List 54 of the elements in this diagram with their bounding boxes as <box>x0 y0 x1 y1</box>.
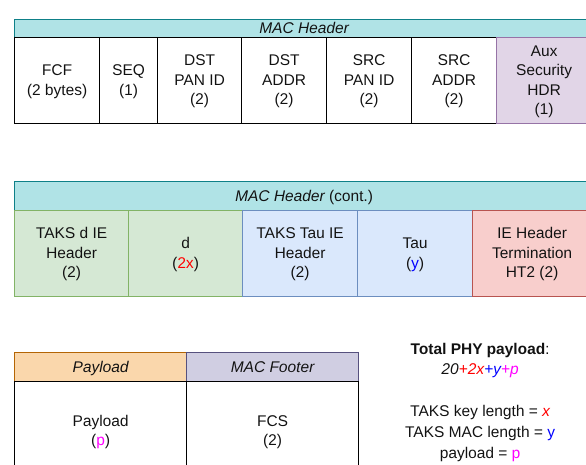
field-size: (2) <box>190 90 209 110</box>
field-cell <box>14 381 187 465</box>
field-size: (2) <box>360 90 378 110</box>
field-label: MAC Header <box>259 19 349 39</box>
field-cell <box>242 210 358 297</box>
field-size: (2) <box>263 431 282 450</box>
field-name: d <box>181 234 190 254</box>
field-name: FCF <box>42 61 72 80</box>
field-name: Aux Security HDR <box>515 42 573 100</box>
field-size: (1) <box>119 80 138 100</box>
header-band <box>14 19 586 38</box>
note-text: payload = p <box>438 445 522 464</box>
field-name: Payload <box>72 412 128 431</box>
field-name: DST ADDR <box>261 51 307 90</box>
field-name: TAKS Tau IE Header <box>255 224 345 264</box>
field-cell <box>357 210 473 297</box>
field-size: (2) <box>290 263 310 283</box>
field-cell <box>14 37 100 124</box>
field-label: IE Header Termination HT2 (2) <box>490 224 574 283</box>
field-cell <box>14 210 129 297</box>
field-name: Tau <box>402 234 428 254</box>
header-band <box>14 181 586 211</box>
field-label: MAC Footer <box>230 358 314 378</box>
field-name: SRC PAN ID <box>342 51 396 90</box>
field-cell <box>128 210 243 297</box>
field-size: (2 bytes) <box>26 80 88 100</box>
field-size: (2x) <box>172 254 199 273</box>
field-cell <box>496 37 586 124</box>
field-name: SRC ADDR <box>431 51 477 90</box>
field-name: FCS <box>257 412 288 431</box>
field-size: (p) <box>91 431 110 450</box>
field-size: (2) <box>274 90 294 110</box>
field-cell <box>241 37 327 124</box>
formula: 20+2x+y+p <box>440 361 520 380</box>
field-cell <box>326 37 412 124</box>
note-text: Total PHY payload: <box>410 341 550 360</box>
note-text: TAKS key length = x <box>409 403 551 422</box>
field-size: (1) <box>534 100 554 120</box>
field-name: TAKS d IE Header <box>34 224 108 264</box>
field-cell <box>186 381 359 465</box>
field-cell <box>99 37 158 124</box>
field-label: MAC Header (cont.) <box>235 186 373 206</box>
field-name: SEQ <box>112 61 145 80</box>
note-text: TAKS MAC length = y <box>404 424 556 443</box>
field-cell <box>472 210 586 297</box>
field-size: (2) <box>444 90 464 110</box>
field-size: (2) <box>62 263 81 283</box>
field-label: Payload <box>72 358 128 378</box>
field-name: DST PAN ID <box>173 51 226 90</box>
field-cell <box>157 37 242 124</box>
field-cell <box>411 37 497 124</box>
field-size: (y) <box>406 254 424 273</box>
header-band <box>14 352 187 382</box>
header-band <box>186 352 359 382</box>
